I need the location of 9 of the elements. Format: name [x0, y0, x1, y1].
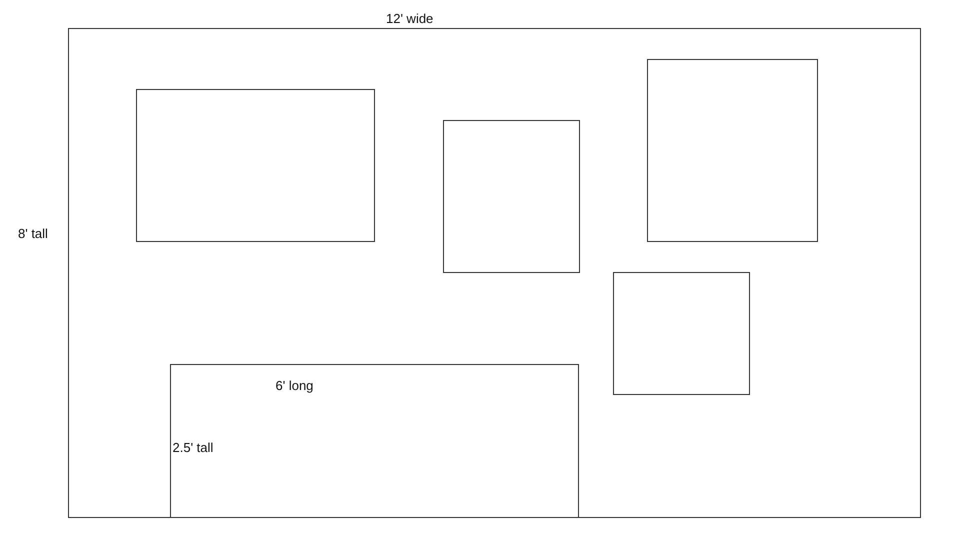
frame-outline: [136, 88, 374, 242]
dimension-text: 6' long: [276, 378, 314, 392]
furniture-outline: [170, 364, 578, 518]
frame-outline: [612, 272, 750, 394]
frame-outline: [646, 58, 818, 242]
dimension-text: 2.5' tall: [172, 440, 214, 454]
dimension-text: 12' wide: [386, 11, 434, 26]
frame-outline: [442, 120, 580, 272]
dimension-text: 8' tall: [18, 226, 48, 241]
